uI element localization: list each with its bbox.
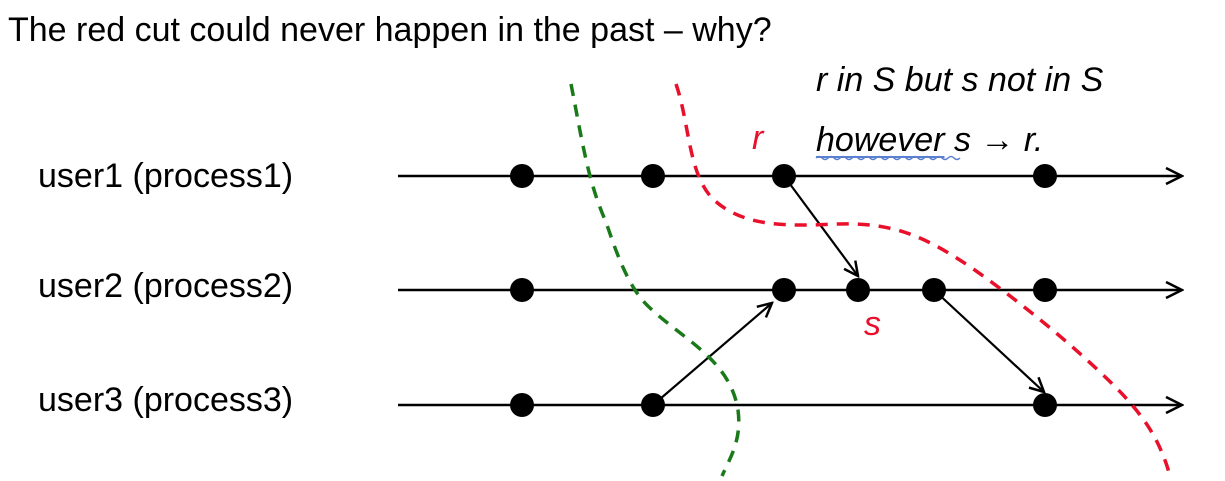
process-label-user1: user1 (process1) <box>38 157 294 195</box>
event-dot <box>1033 164 1057 188</box>
event-dot <box>922 278 946 302</box>
note-happens-before-rest: s → r. <box>944 121 1044 159</box>
note-however-word: however <box>816 121 945 159</box>
event-dot <box>510 393 534 417</box>
process-label-user2: user2 (process2) <box>38 267 294 305</box>
event-dot <box>510 164 534 188</box>
green-cut-line <box>569 83 741 477</box>
message-user3-to-user2 <box>652 303 772 406</box>
note-r-in-s: r in S but s not in S <box>816 61 1104 99</box>
message-user2-to-user3 <box>933 289 1044 392</box>
event-dot-s <box>846 278 870 302</box>
spelling-underline <box>815 155 961 161</box>
event-dot <box>641 393 665 417</box>
event-dot <box>1033 393 1057 417</box>
event-label-r: r <box>752 119 764 157</box>
page-title: The red cut could never happen in the pa… <box>8 11 772 49</box>
event-dot-r <box>772 164 796 188</box>
note-happens-before: however s → r. <box>816 118 1043 162</box>
event-dot <box>510 278 534 302</box>
red-cut-line <box>674 83 1172 477</box>
process-label-user3: user3 (process3) <box>38 381 294 419</box>
event-label-s: s <box>864 305 881 343</box>
event-dot <box>1033 278 1057 302</box>
event-dot <box>641 164 665 188</box>
event-dot <box>772 278 796 302</box>
